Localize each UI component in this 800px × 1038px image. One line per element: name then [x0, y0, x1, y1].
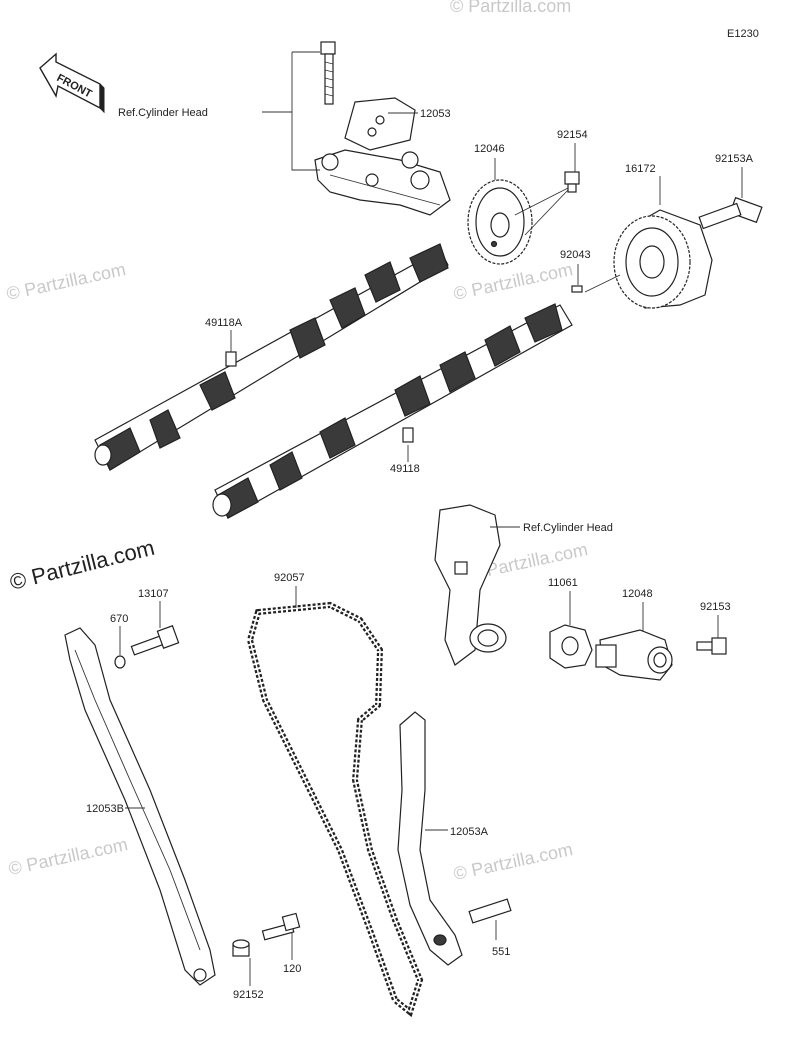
watermark: © Partzilla.com — [452, 839, 575, 884]
label-92154: 92154 — [557, 129, 588, 141]
label-12053: 12053 — [420, 108, 451, 120]
guide-bolt-13107 — [130, 625, 180, 656]
label-92152: 92152 — [233, 989, 264, 1001]
label-92043: 92043 — [560, 249, 591, 261]
guide-bolt-120 — [261, 912, 301, 941]
label-551: 551 — [492, 946, 510, 958]
intake-camshaft-49118A — [94, 243, 449, 471]
label-49118: 49118 — [390, 463, 420, 475]
label-92153A: 92153A — [715, 153, 754, 165]
front-arrow-icon: FRONT — [39, 52, 105, 114]
label-12053B: 12053B — [86, 803, 124, 815]
label-13107: 13107 — [138, 588, 169, 600]
label-12053A: 12053A — [450, 826, 489, 838]
chain-tensioner-12048 — [595, 629, 673, 681]
watermark-dark: © Partzilla.com — [7, 535, 157, 595]
label-670: 670 — [110, 613, 128, 625]
ref-head-bracket-line — [262, 51, 320, 171]
watermark: © Partzilla.com — [452, 259, 575, 304]
label-92153: 92153 — [700, 601, 731, 613]
watermark: © Partzilla.com — [450, 0, 571, 16]
label-12046: 12046 — [474, 143, 505, 155]
cam-sprocket-12046 — [467, 179, 533, 265]
label-11061: 11061 — [548, 577, 578, 589]
exhaust-camshaft-49118 — [212, 303, 573, 519]
chain-guide-12053B — [64, 627, 216, 986]
label-92057: 92057 — [274, 572, 305, 584]
cam-chain-92057 — [246, 601, 424, 1018]
holder-bolt — [320, 41, 336, 105]
collar-92152 — [232, 939, 250, 957]
tensioner-gasket-11061 — [549, 624, 593, 669]
cam-phaser-16172 — [613, 209, 713, 309]
phaser-bolt-92153A — [698, 196, 763, 230]
dowel-pin-92043 — [571, 285, 583, 293]
ref-cylinder-head-top-label: Ref.Cylinder Head — [118, 107, 208, 119]
diagram-code: E1230 — [727, 28, 759, 40]
label-49118A: 49118A — [205, 317, 243, 329]
chain-guide-12053A — [397, 711, 463, 966]
ref-cylinder-head-mid-label: Ref.Cylinder Head — [523, 522, 613, 534]
sprocket-bolt-92154 — [564, 171, 580, 193]
label-16172: 16172 — [625, 163, 656, 175]
leader-92154 — [514, 143, 576, 236]
guide-pin-551 — [468, 898, 512, 924]
watermark-layer: © Partzilla.com © Partzilla.com © Partzi… — [5, 0, 590, 884]
tensioner-bolt-92153 — [696, 637, 727, 655]
camshaft-holder — [314, 149, 451, 216]
watermark: © Partzilla.com — [7, 834, 130, 879]
label-120: 120 — [283, 963, 301, 975]
watermark: © Partzilla.com — [5, 259, 128, 304]
label-12048: 12048 — [622, 588, 653, 600]
leader-92043 — [577, 264, 621, 293]
o-ring-670 — [114, 655, 126, 669]
cylinder-head-section — [434, 504, 507, 666]
cam-chain-guide-12053 — [344, 97, 416, 151]
